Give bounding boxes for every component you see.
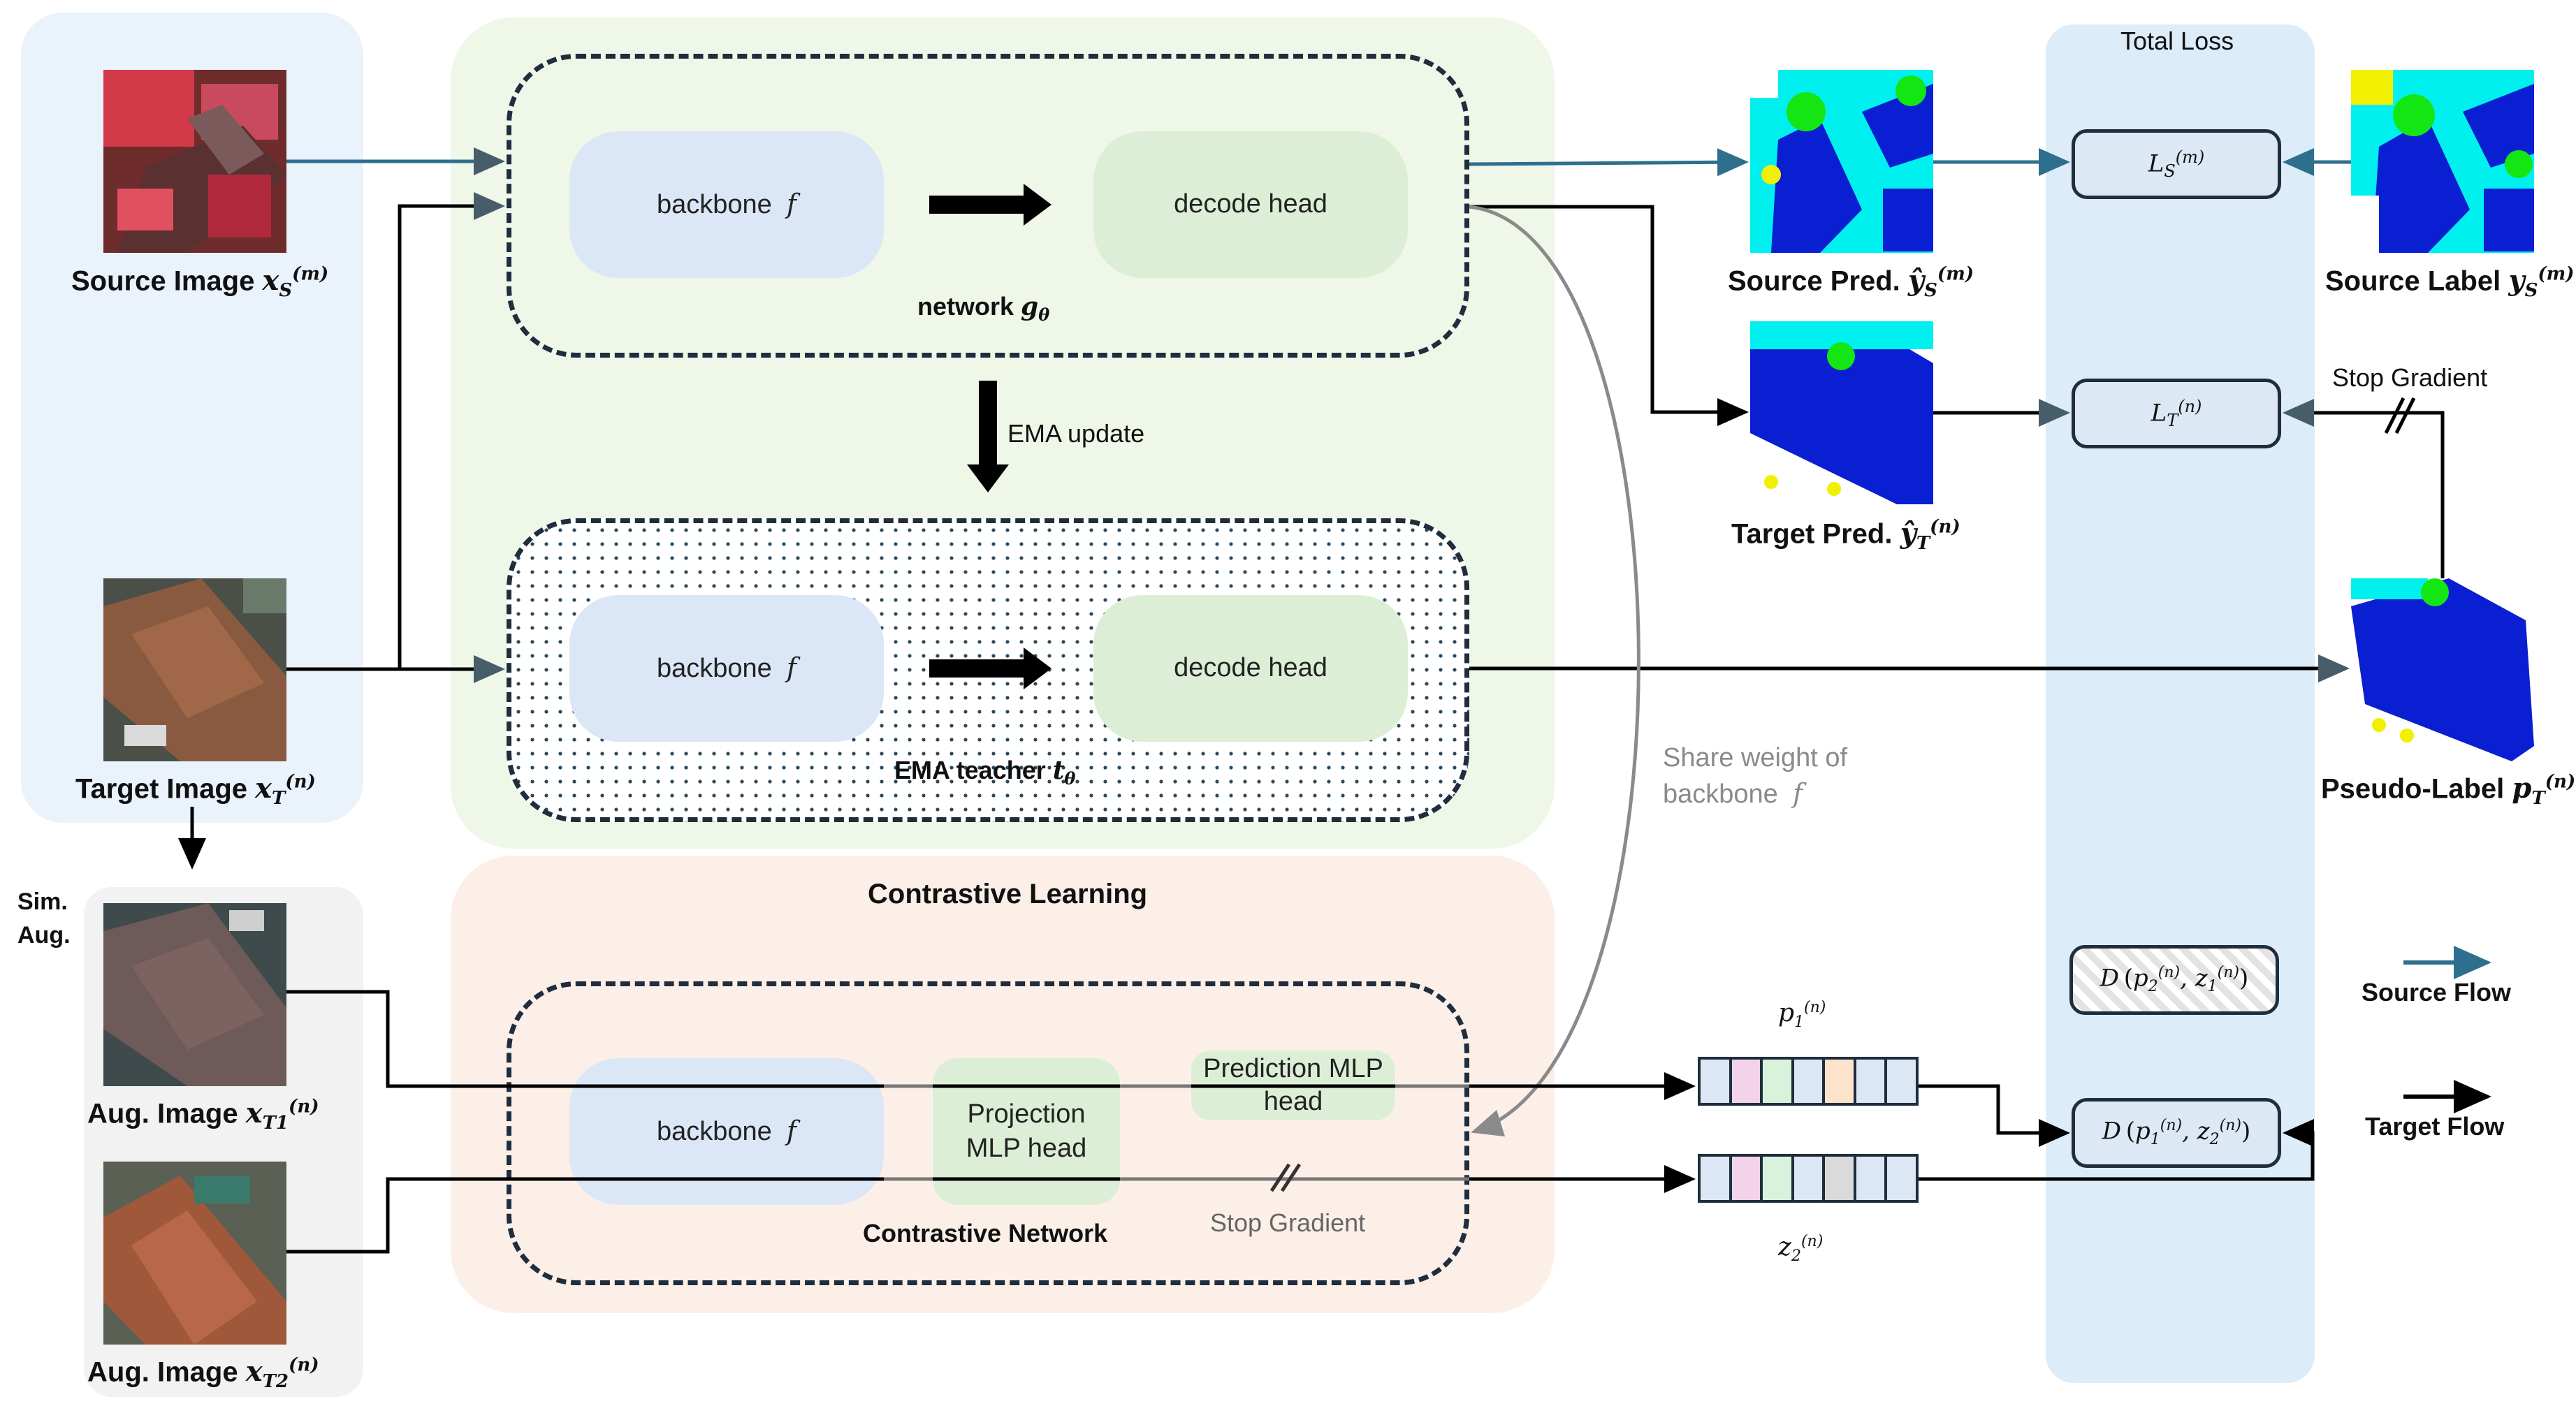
- aug1-flow: [286, 990, 1696, 1100]
- z2-vector-cell: [1701, 1157, 1732, 1200]
- target-flow-pred: [1469, 205, 1749, 426]
- aug-image-2-thumb: [103, 1162, 286, 1345]
- pseudo-label-label: Pseudo-Label pT(n): [2321, 772, 2576, 810]
- source-image-thumb: [103, 70, 286, 253]
- p1-vector-cell: [1856, 1060, 1888, 1103]
- student-backbone: backbone f: [569, 131, 884, 278]
- z2-vector-label: z2(n): [1778, 1233, 1824, 1266]
- z2-vector-cell: [1887, 1157, 1916, 1200]
- stop-gradient-bottom-label: Stop Gradient: [1210, 1208, 1366, 1237]
- contrastive-network-box: [507, 981, 1469, 1285]
- pseudo-label-to-loss: [2283, 399, 2445, 578]
- target-flow-to-network: [286, 192, 505, 671]
- aug-image-1-thumb: [103, 903, 286, 1086]
- stop-gradient-icon: [1269, 1163, 1302, 1192]
- source-image-label: Source Image xS(m): [71, 264, 329, 302]
- p1-to-loss: [1919, 1084, 2070, 1147]
- contrastive-backbone-label: backbone f: [656, 1115, 796, 1146]
- ema-update-label: EMA update: [1007, 419, 1145, 448]
- prediction-mlp-head-label: Prediction MLP head: [1203, 1053, 1383, 1117]
- source-label-thumb: [2351, 70, 2534, 253]
- contrastive-learning-title: Contrastive Learning: [868, 879, 1148, 909]
- total-loss-title: Total Loss: [2120, 27, 2234, 55]
- source-pred-label: Source Pred. ŷS(m): [1728, 264, 1974, 302]
- p1-vector-cell: [1825, 1060, 1856, 1103]
- contrastive-network-label: Contrastive Network: [863, 1219, 1108, 1247]
- legend-target-flow-label: Target Flow: [2365, 1112, 2505, 1141]
- target-image-thumb: [103, 578, 286, 761]
- source-loss-box: LS(m): [2072, 129, 2281, 199]
- symmetric-loss-formula: D (p2(n), z1(n)): [2100, 964, 2249, 996]
- z2-to-loss: [1919, 1119, 2315, 1181]
- network-g-theta-box: [507, 54, 1469, 358]
- sim-aug-label: Sim. Aug.: [17, 888, 71, 949]
- pseudo-label-thumb: [2351, 578, 2534, 761]
- z2-vector: [1698, 1154, 1919, 1203]
- contrastive-loss-box: D (p1(n), z2(n)): [2072, 1098, 2281, 1168]
- student-decode-head-label: decode head: [1174, 189, 1327, 219]
- p1-vector: [1698, 1057, 1919, 1106]
- z2-vector-cell: [1763, 1157, 1794, 1200]
- target-loss-box: LT(n): [2072, 379, 2281, 448]
- p1-vector-cell: [1793, 1060, 1826, 1103]
- student-decode-head: decode head: [1093, 131, 1408, 278]
- target-pred-label: Target Pred. ŷT(n): [1731, 517, 1960, 555]
- aug2-flow: [286, 1165, 1696, 1254]
- z2-vector-cell: [1731, 1157, 1763, 1200]
- network-label: network gθ: [917, 292, 1050, 325]
- target-pred-thumb: [1750, 321, 1933, 504]
- teacher-backbone-label: backbone f: [656, 652, 796, 683]
- stop-gradient-top-label: Stop Gradient: [2332, 363, 2488, 392]
- target-loss-formula: LT(n): [2151, 396, 2202, 431]
- p1-vector-cell: [1731, 1060, 1763, 1103]
- symmetric-contrastive-loss-box: D (p2(n), z1(n)): [2069, 945, 2279, 1015]
- z2-vector-cell: [1825, 1157, 1856, 1200]
- stop-gradient-icon: [2384, 397, 2416, 434]
- source-loss-formula: LS(m): [2148, 147, 2205, 182]
- legend-source-flow-label: Source Flow: [2362, 978, 2512, 1007]
- aug-image-1-label: Aug. Image xT1(n): [87, 1097, 319, 1134]
- share-weight-curve: [1469, 205, 1640, 1137]
- p1-vector-label: p1(n): [1778, 999, 1826, 1032]
- z2-vector-cell: [1856, 1157, 1888, 1200]
- teacher-decode-head-label: decode head: [1174, 653, 1327, 683]
- p1-vector-cell: [1763, 1060, 1794, 1103]
- ema-teacher-label: EMA teacher tθ: [894, 756, 1076, 789]
- projection-mlp-head-label: Projection MLP head: [966, 1099, 1087, 1163]
- contrastive-loss-formula: D (p1(n), z2(n)): [2102, 1117, 2251, 1149]
- student-backbone-label: backbone f: [656, 188, 796, 219]
- aug-image-2-label: Aug. Image xT2(n): [87, 1355, 319, 1393]
- target-image-label: Target Image xT(n): [75, 772, 316, 810]
- teacher-backbone: backbone f: [569, 595, 884, 742]
- source-label-label: Source Label yS(m): [2325, 264, 2575, 302]
- teacher-decode-head: decode head: [1093, 595, 1408, 742]
- source-flow-pred: [1469, 148, 1749, 177]
- source-pred-thumb: [1750, 70, 1933, 253]
- p1-vector-cell: [1887, 1060, 1916, 1103]
- p1-vector-cell: [1701, 1060, 1732, 1103]
- share-weight-label: Share weight of backbone f: [1663, 743, 1848, 810]
- z2-vector-cell: [1793, 1157, 1826, 1200]
